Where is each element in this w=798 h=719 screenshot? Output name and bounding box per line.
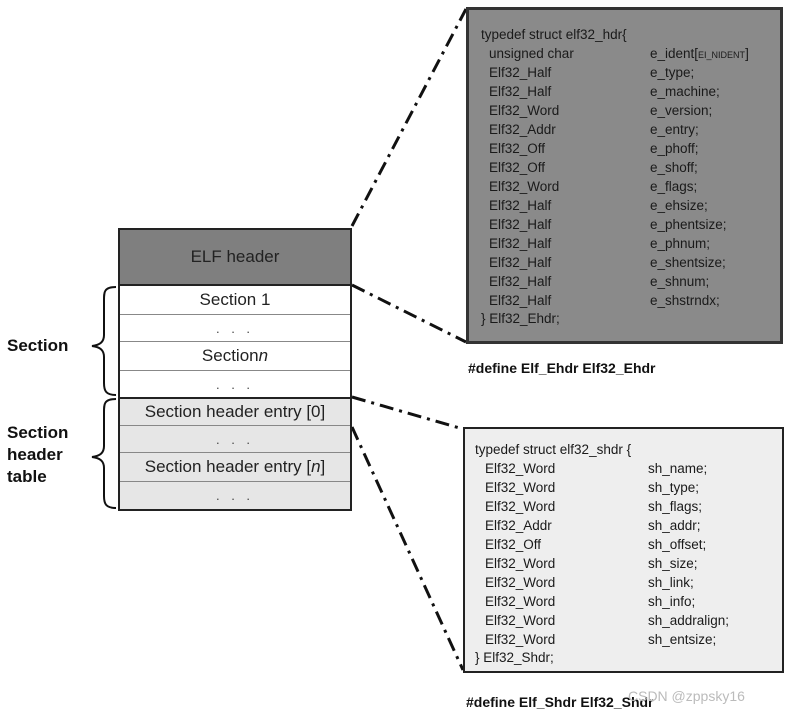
field-name: sh_entsize;: [648, 632, 717, 647]
field-name: e_shnum;: [650, 274, 710, 289]
ehdr-connector-top: [350, 8, 468, 227]
field-type: Elf32_Word: [485, 594, 556, 609]
ehdr-struct-box: typedef struct elf32_hdr{ unsigned char …: [466, 7, 783, 344]
field-type: Elf32_Addr: [489, 122, 556, 137]
field-name: e_phnum;: [650, 236, 711, 251]
sht-group-label: Section header table: [7, 422, 68, 488]
field-name: e_ehsize;: [650, 198, 708, 213]
field-name: sh_offset;: [648, 537, 707, 552]
field-type: unsigned char: [489, 46, 574, 61]
field-name: sh_link;: [648, 575, 694, 590]
field-name: sh_name;: [648, 461, 708, 476]
field-type: Elf32_Off: [489, 160, 546, 175]
field-name: e_phoff;: [650, 141, 699, 156]
section-brace: [91, 286, 117, 396]
section-row: Section n: [120, 341, 350, 370]
struct-head: typedef struct elf32_hdr{: [481, 27, 627, 42]
shdr-struct-box: typedef struct elf32_shdr { Elf32_Word s…: [463, 427, 784, 673]
sht-brace: [91, 398, 117, 509]
sht-row-suffix: ]: [320, 457, 326, 476]
field-type: Elf32_Word: [485, 480, 556, 495]
field-name: e_shstrndx;: [650, 293, 720, 308]
section-index-n: n: [258, 346, 269, 365]
struct-head: typedef struct elf32_shdr {: [475, 442, 632, 457]
field-name: e_phentsize;: [650, 217, 727, 232]
section-row: . . .: [120, 370, 350, 397]
field-type: Elf32_Off: [485, 537, 542, 552]
ellipsis: . . .: [215, 376, 255, 392]
shdr-connector-top: [351, 395, 464, 431]
sht-row: . . .: [120, 481, 350, 509]
elf-header-label: ELF header: [190, 247, 280, 266]
field-name: sh_addralign;: [648, 613, 730, 628]
field-name: e_machine;: [650, 84, 720, 99]
sht-index-n: n: [311, 457, 321, 476]
field-name: e_type;: [650, 65, 695, 80]
field-type: Elf32_Addr: [485, 518, 552, 533]
ellipsis: . . .: [215, 431, 255, 447]
field-type: Elf32_Half: [489, 255, 552, 270]
field-type: Elf32_Word: [485, 499, 556, 514]
field-type: Elf32_Half: [489, 293, 552, 308]
field-type: Elf32_Word: [485, 556, 556, 571]
field-name: sh_type;: [648, 480, 700, 495]
struct-tail: } Elf32_Ehdr;: [481, 311, 560, 326]
field-type: Elf32_Word: [485, 632, 556, 647]
ehdr-connector-bottom: [351, 283, 467, 344]
watermark: CSDN @zppsky16: [628, 688, 745, 704]
sht-label-line: Section: [7, 423, 69, 442]
ehdr-define: #define Elf_Ehdr Elf32_Ehdr: [468, 360, 656, 376]
field-type: Elf32_Word: [485, 575, 556, 590]
field-name: sh_info;: [648, 594, 696, 609]
section-row: Section 1: [120, 286, 350, 314]
field-name: e_entry;: [650, 122, 699, 137]
sht-label-line: header: [7, 445, 63, 464]
struct-tail: } Elf32_Shdr;: [475, 650, 554, 665]
field-type: Elf32_Word: [489, 179, 560, 194]
section-group-label: Section: [7, 336, 69, 355]
sht-row: Section header entry [0]: [120, 397, 350, 425]
field-type: Elf32_Half: [489, 217, 552, 232]
ellipsis: . . .: [215, 488, 255, 503]
field-type: Elf32_Word: [485, 461, 556, 476]
sht-row-label: Section header entry [: [144, 457, 312, 476]
field-name: e_version;: [650, 103, 713, 118]
shdr-define: #define Elf_Shdr Elf32_Shdr: [466, 694, 654, 710]
field-name: sh_addr;: [648, 518, 701, 533]
ellipsis: . . .: [215, 320, 255, 336]
sht-row: Section header entry [n]: [120, 452, 350, 481]
section-row: . . .: [120, 314, 350, 341]
field-name: e_shoff;: [650, 160, 698, 175]
field-name-text: e_ident[: [650, 46, 699, 61]
field-type: Elf32_Off: [489, 141, 546, 156]
field-name: e_ident[EI_NIDENT]: [650, 46, 749, 61]
field-type: Elf32_Word: [485, 613, 556, 628]
field-name: e_shentsize;: [650, 255, 726, 270]
sht-label-line: table: [7, 467, 47, 486]
field-name: sh_flags;: [648, 499, 703, 514]
sht-row-label: Section header entry [0]: [144, 402, 326, 421]
field-type: Elf32_Half: [489, 65, 552, 80]
section-row-label: Section 1: [199, 290, 271, 309]
field-type: Elf32_Half: [489, 198, 552, 213]
field-type: Elf32_Word: [489, 103, 560, 118]
field-name: sh_size;: [648, 556, 698, 571]
field-name-constant: EI_NIDENT: [698, 50, 746, 60]
field-name: e_flags;: [650, 179, 698, 194]
field-name-close: ]: [745, 46, 749, 61]
field-type: Elf32_Half: [489, 274, 552, 289]
section-row-label: Section: [201, 346, 259, 365]
shdr-connector-bottom: [350, 426, 465, 671]
elf-header-box: ELF header: [118, 228, 352, 286]
sht-row: . . .: [120, 425, 350, 452]
field-type: Elf32_Half: [489, 236, 552, 251]
field-type: Elf32_Half: [489, 84, 552, 99]
